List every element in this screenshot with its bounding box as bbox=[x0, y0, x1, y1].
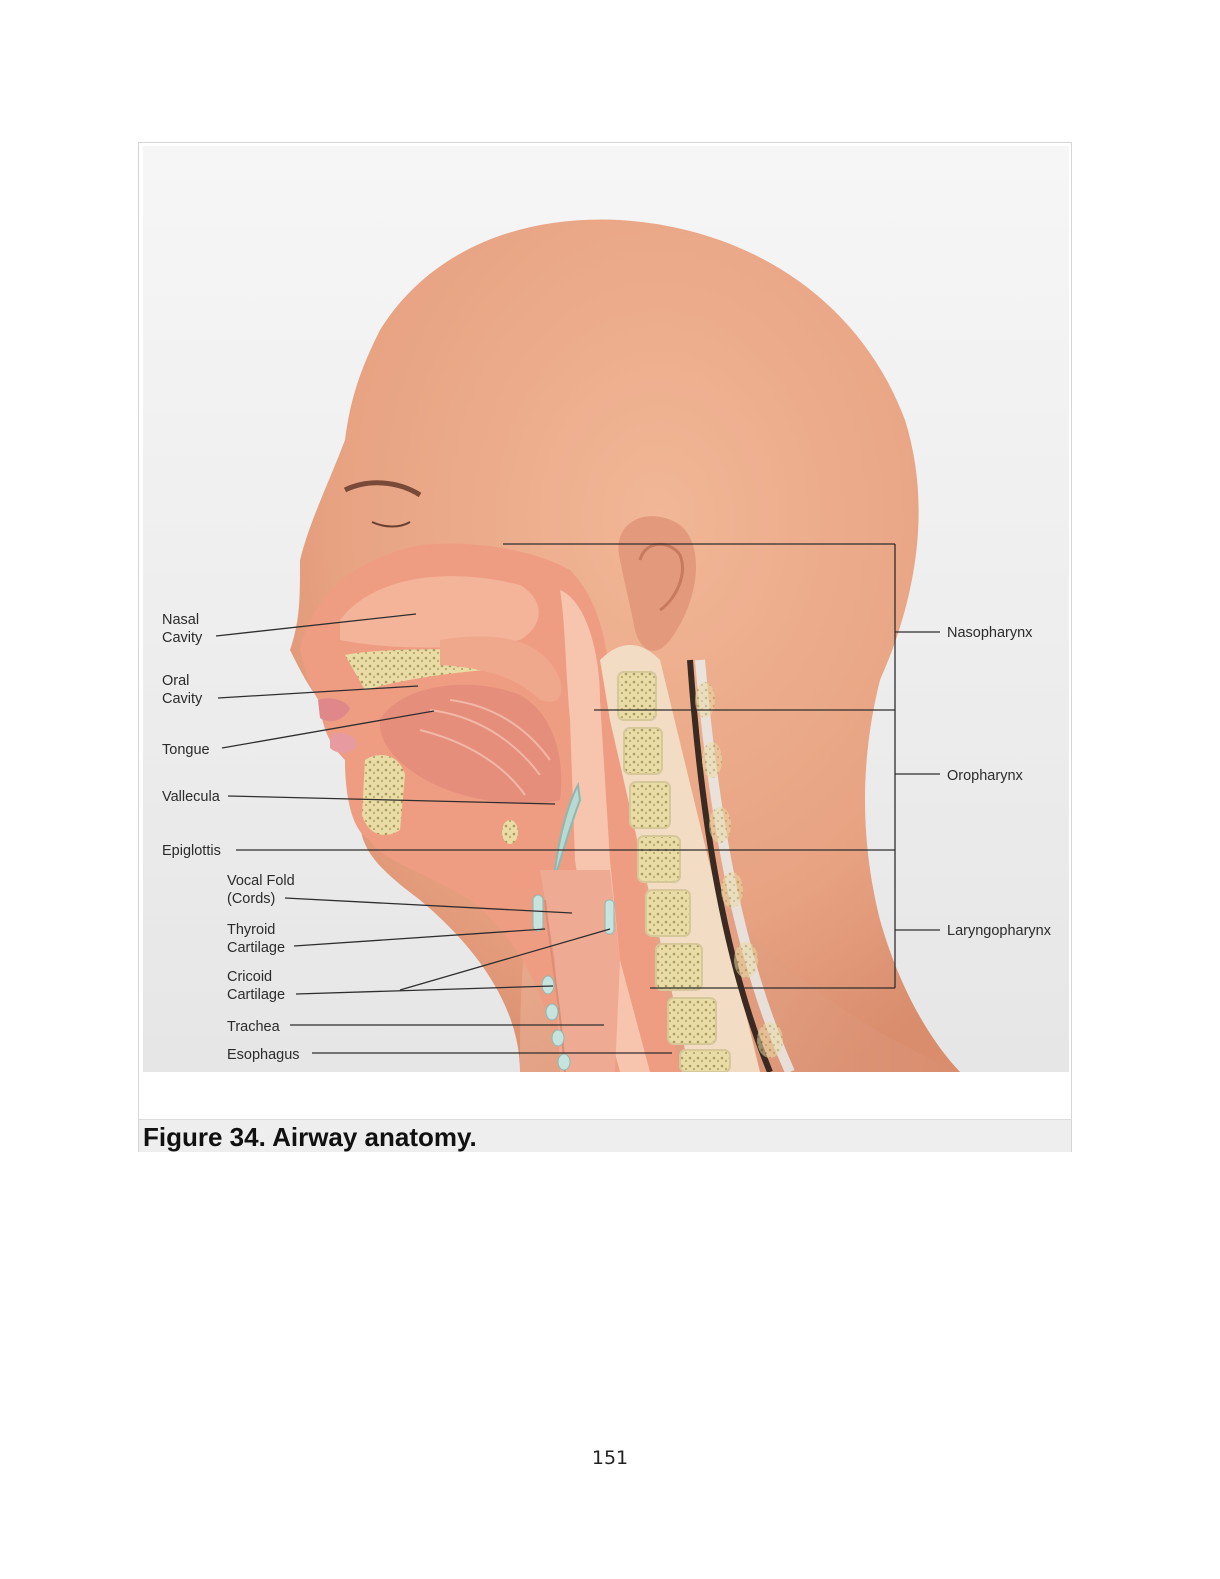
label-esophagus: Esophagus bbox=[227, 1047, 300, 1063]
cervical-spine bbox=[600, 645, 795, 1072]
sagittal-section bbox=[300, 543, 680, 1072]
figure-caption-bar: Figure 34. Airway anatomy. bbox=[139, 1119, 1071, 1152]
label-tongue: Tongue bbox=[162, 742, 210, 758]
label-epiglottis: Epiglottis bbox=[162, 843, 221, 859]
page-number: 151 bbox=[591, 1447, 629, 1469]
label-cricoid-cartilage-line1: Cricoid bbox=[227, 969, 272, 985]
label-oral-cavity-line2: Cavity bbox=[162, 691, 203, 707]
label-oropharynx: Oropharynx bbox=[947, 768, 1024, 784]
label-vocal-fold-line1: Vocal Fold bbox=[227, 873, 295, 889]
label-vocal-fold-line2: (Cords) bbox=[227, 891, 275, 907]
label-vallecula: Vallecula bbox=[162, 789, 221, 805]
label-thyroid-cartilage-line2: Cartilage bbox=[227, 940, 285, 956]
label-trachea: Trachea bbox=[227, 1019, 281, 1035]
label-oral-cavity-line1: Oral bbox=[162, 673, 189, 689]
label-nasal-cavity-line1: Nasal bbox=[162, 612, 199, 628]
label-nasal-cavity-line2: Cavity bbox=[162, 630, 203, 646]
leader-lines bbox=[215, 543, 940, 1054]
figure-caption: Figure 34. Airway anatomy. bbox=[143, 1122, 477, 1152]
label-thyroid-cartilage-line1: Thyroid bbox=[227, 922, 275, 938]
label-laryngopharynx: Laryngopharynx bbox=[947, 923, 1052, 939]
airway-anatomy-illustration: Nasal Cavity Oral Cavity Tongue Vallecul… bbox=[143, 146, 1069, 1072]
label-nasopharynx: Nasopharynx bbox=[947, 625, 1033, 641]
anatomy-labels: Nasal Cavity Oral Cavity Tongue Vallecul… bbox=[162, 612, 1052, 1063]
label-cricoid-cartilage-line2: Cartilage bbox=[227, 987, 285, 1003]
